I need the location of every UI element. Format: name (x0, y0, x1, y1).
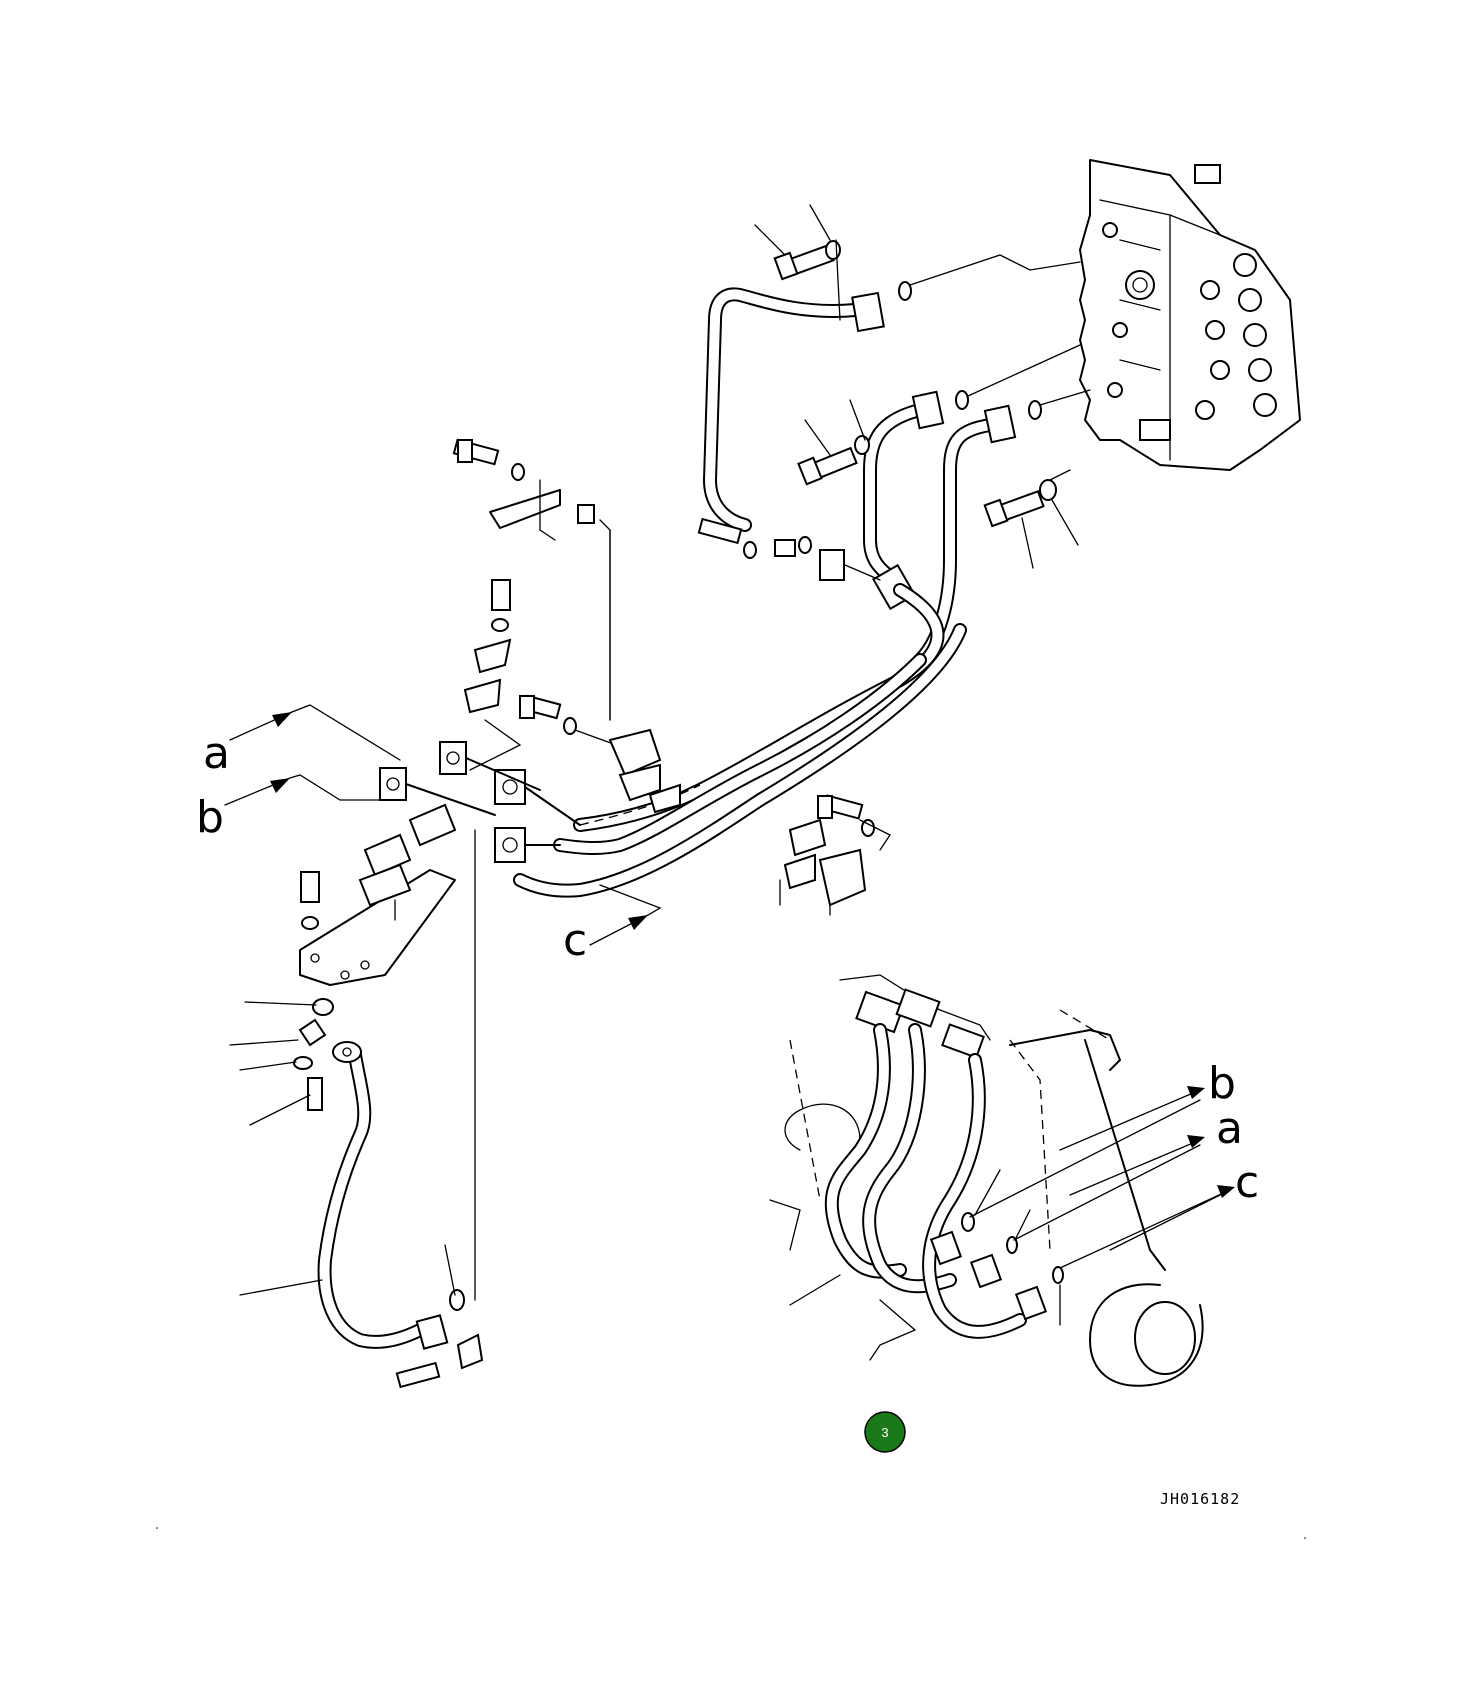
drawing-code: JH016182 (1160, 1490, 1240, 1508)
label-c-right: c (1235, 1157, 1259, 1208)
valve-spools (1102, 164, 1277, 441)
stray-dot (1304, 1537, 1306, 1539)
reference-arrows (224, 704, 1235, 1251)
label-b-right: b (1208, 1058, 1236, 1109)
control-valve (1079, 159, 1301, 471)
center-clamps (463, 579, 681, 814)
label-c-left: c (563, 915, 587, 966)
lower-left-hose (229, 998, 484, 1389)
inset-hoses (789, 1023, 1231, 1361)
label-a-right: a (1216, 1103, 1243, 1154)
label-b-left: b (196, 792, 224, 843)
upper-bracket (452, 438, 611, 721)
main-hoses (513, 583, 967, 898)
left-flanges (379, 741, 581, 863)
middle-bolt-group (797, 399, 870, 486)
right-bolt-group (983, 469, 1079, 569)
callout-badge[interactable]: 3 (864, 1411, 906, 1453)
boom-inset (769, 974, 1204, 1387)
label-a-left: a (203, 728, 230, 779)
left-bracket-plate (299, 803, 457, 986)
upper-hose-loop (703, 254, 1081, 532)
middle-hoses (863, 344, 1091, 667)
upper-bolt-group (754, 204, 841, 321)
stray-dot (156, 1527, 158, 1529)
right-clamps (779, 794, 891, 916)
badge-number: 3 (881, 1425, 888, 1440)
